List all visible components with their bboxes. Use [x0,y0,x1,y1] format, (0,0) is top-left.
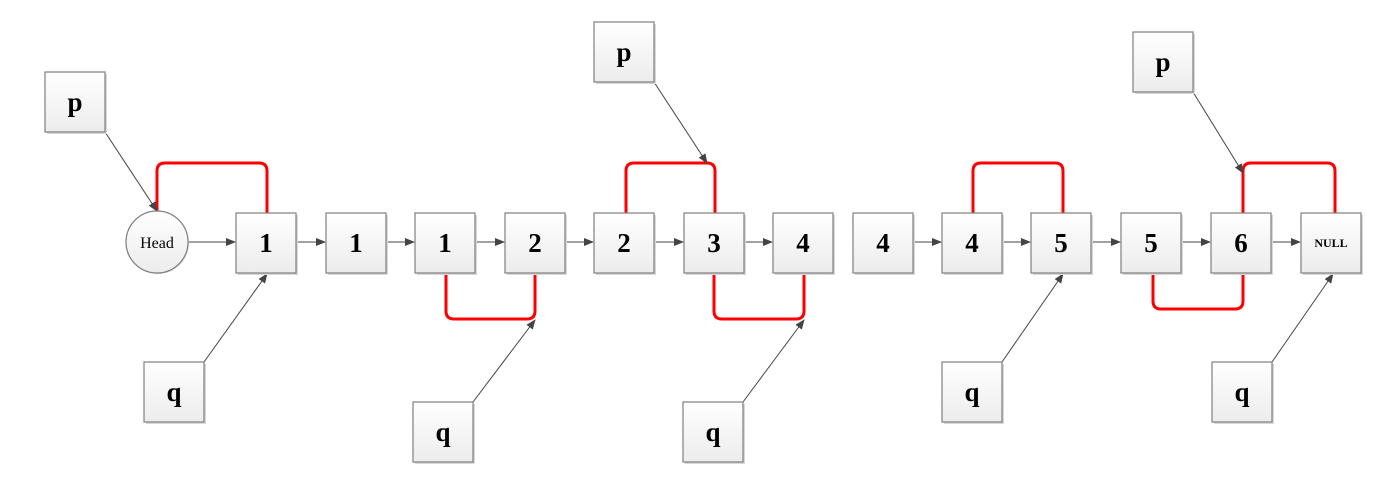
box [143,361,205,423]
box [682,401,744,463]
list-node-3: 1 [414,212,477,275]
pointer-q: q [682,401,745,464]
pointer-q: q [941,361,1004,424]
node-label: 3 [707,228,721,258]
pointer-arrow-q [742,319,805,403]
modified-link [712,272,806,321]
modified-link [444,272,537,321]
list-node-6: 3 [683,212,746,275]
head-node: Head [125,210,189,274]
list-node-11: 5 [1120,212,1183,275]
node-label: p [67,87,82,117]
node-label: q [166,377,181,407]
node-label: 5 [1054,228,1068,258]
box [941,212,1003,274]
box [1211,361,1273,423]
box [412,401,474,463]
node-label: q [1234,377,1249,407]
box [941,361,1003,423]
pointer-p: p [1132,31,1195,94]
list-node-8: 4 [852,212,915,275]
list-node-7: 4 [772,212,835,275]
pointer-arrow-p [653,81,708,164]
pointer-q: q [412,401,475,464]
modified-link [155,161,269,213]
pointer-q: q [143,361,206,424]
list-node-1: 1 [235,212,298,275]
node-label: 1 [438,228,452,258]
pointer-p: p [593,21,656,84]
box [852,212,914,274]
box [683,212,745,274]
modified-link [971,161,1065,213]
list-node-9: 4 [941,212,1004,275]
node-label: 1 [259,228,273,258]
box [1210,212,1272,274]
node-label: 6 [1234,228,1248,258]
node-label: q [964,377,979,407]
pointer-arrow-q [1001,273,1064,363]
box [1120,212,1182,274]
box [44,71,106,133]
node-label: 5 [1144,228,1158,258]
head-circle [125,210,189,274]
box [325,212,387,274]
list-node-13: NULL [1300,212,1363,275]
box [504,212,566,274]
node-label: q [705,417,720,447]
node-label: q [435,417,450,447]
pointer-arrow-q [472,319,536,403]
box [414,212,476,274]
pointer-q: q [1211,361,1274,424]
list-node-4: 2 [504,212,567,275]
node-label: p [616,37,631,67]
head-label: Head [140,235,174,252]
list-node-5: 2 [593,212,656,275]
node-label: p [1155,47,1170,77]
node-label: 2 [617,228,631,258]
modified-link [624,161,717,213]
modified-link [1241,161,1337,213]
box [593,212,655,274]
node-label: NULL [1314,236,1347,250]
pointer-arrow-q [203,273,268,363]
box [593,21,655,83]
list-node-10: 5 [1030,212,1093,275]
modified-link [1151,272,1245,311]
node-label: 4 [876,228,890,258]
node-label: 4 [796,228,810,258]
list-node-2: 1 [325,212,388,275]
list-node-12: 6 [1210,212,1273,275]
box [1132,31,1194,93]
node-label: 1 [349,228,363,258]
node-label: 4 [965,228,979,258]
box [1030,212,1092,274]
box [1300,212,1362,274]
box [235,212,297,274]
pointer-arrow-p [1192,91,1244,174]
pointer-arrow-q [1271,273,1334,363]
pointer-p: p [44,71,107,134]
pointer-arrow-p [104,131,158,212]
node-label: 2 [528,228,542,258]
box [772,212,834,274]
